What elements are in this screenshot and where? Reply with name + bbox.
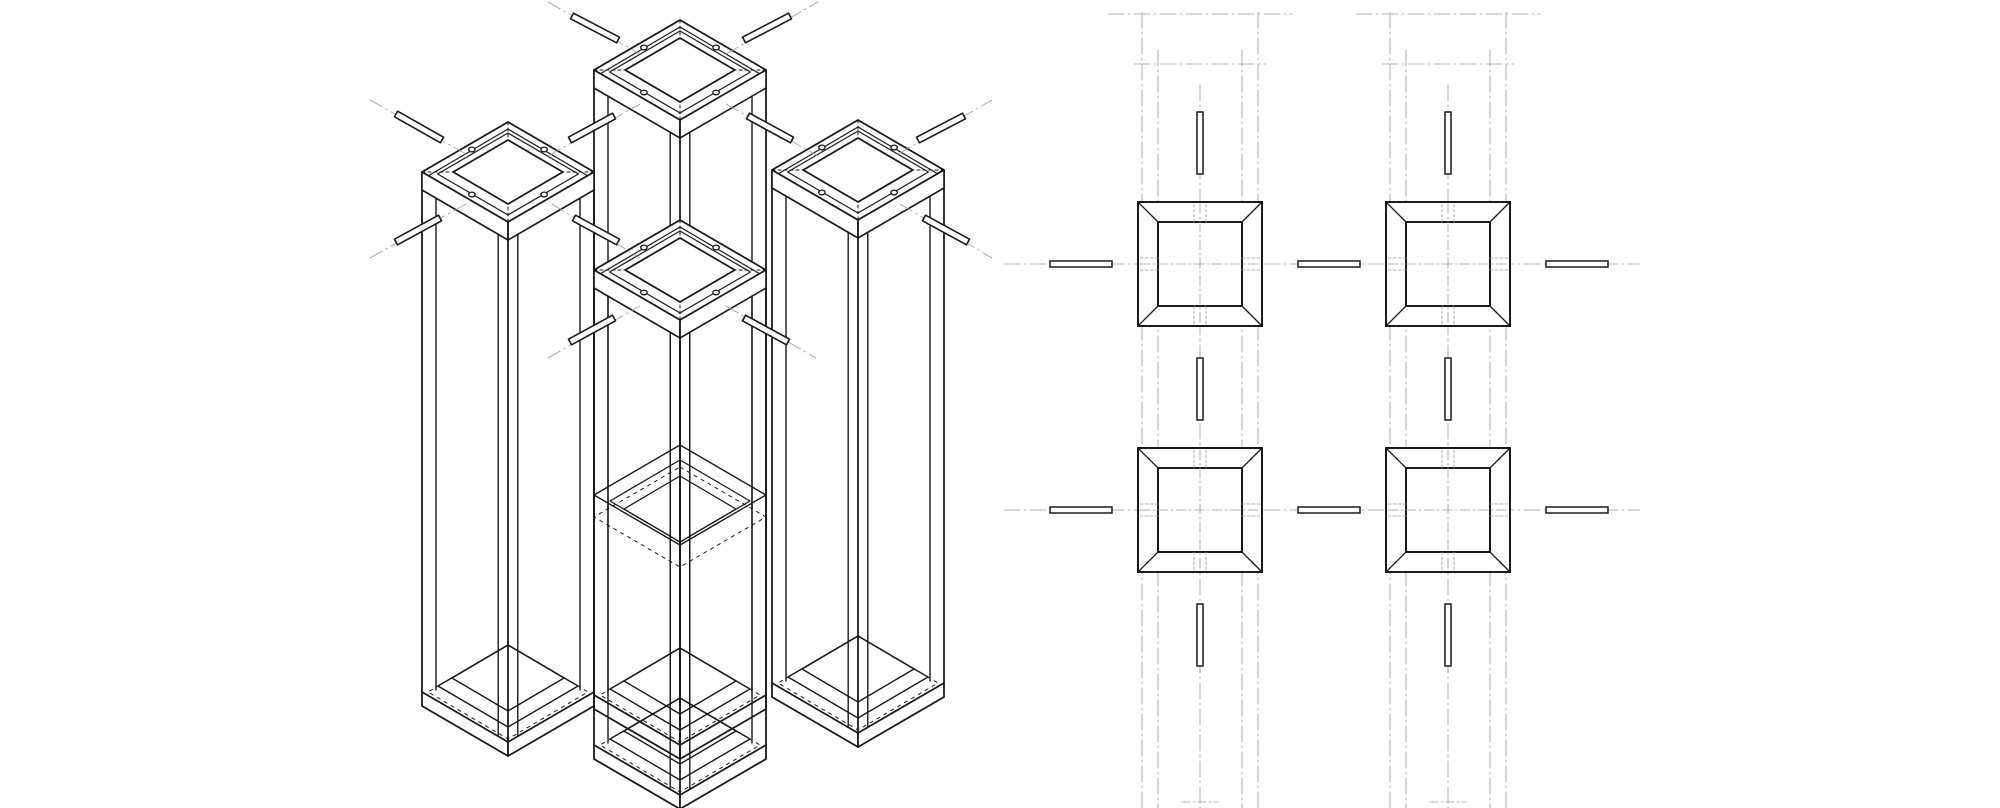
column-left (421, 121, 595, 757)
dowel-hole (712, 44, 720, 51)
dowel-rod (393, 110, 445, 144)
dowel-hole (468, 146, 476, 153)
plan-mitre (1385, 201, 1407, 223)
dowel-hole (818, 189, 826, 196)
bottom-frame-face-left (593, 744, 681, 808)
dowel-rod (571, 214, 621, 246)
plan-dowel-rod-horizontal (1545, 260, 1609, 268)
top-frame-inner (624, 237, 736, 303)
rod-body (745, 112, 795, 144)
plan-dowel-rod-horizontal (1545, 506, 1609, 514)
dowel-rod (569, 12, 621, 44)
rod-body (741, 314, 791, 346)
plan-mitre (1137, 447, 1159, 469)
dowel-rod (567, 314, 617, 346)
dowel-hole (468, 191, 476, 198)
plan-frame (1385, 201, 1511, 327)
plan-mitre (1489, 447, 1511, 469)
bottom-frame-face-right (679, 744, 767, 808)
dowel-rod (921, 214, 971, 246)
mid-frame-outer (593, 444, 767, 546)
dowel-hole (640, 289, 648, 296)
plan-mitre (1489, 305, 1511, 327)
plan-frame (1137, 201, 1263, 327)
mid-frame-hidden (593, 466, 767, 568)
plan-mitre (1241, 551, 1263, 573)
dowel-hole (712, 244, 720, 251)
dowel-rod (741, 12, 793, 44)
rod-body (921, 214, 971, 246)
dowel-rod (745, 112, 795, 144)
dowel-hole (640, 89, 648, 96)
plan-frame (1137, 447, 1263, 573)
plan-dowel-rod-horizontal (1297, 506, 1361, 514)
plan-dowel-rod-vertical (1196, 603, 1204, 667)
plan-mitre (1385, 447, 1407, 469)
top-frame-inner (802, 137, 914, 203)
dowel-rod (915, 112, 967, 144)
plan-dowel-rod-vertical (1196, 111, 1204, 175)
dowel-hole (640, 244, 648, 251)
dowel-hole (540, 191, 548, 198)
rod-body (393, 214, 443, 246)
rod-body (393, 110, 445, 144)
plan-dowel-rod-vertical (1444, 111, 1452, 175)
plan-mitre (1385, 551, 1407, 573)
bottom-frame-face-right (857, 682, 945, 748)
bottom-frame-hidden (427, 644, 589, 740)
dowel-hole (540, 146, 548, 153)
rod-body (567, 314, 617, 346)
dowel-hole (818, 144, 826, 151)
bottom-frame-hidden (777, 635, 939, 731)
dowel-rod (567, 112, 617, 144)
isometric-view (369, 1, 993, 808)
mid-frame-inner (623, 475, 737, 543)
top-frame-inner (452, 139, 564, 205)
top-frame-inner (624, 37, 736, 103)
dowel-hole (890, 144, 898, 151)
plan-dowel-rod-horizontal (1297, 260, 1361, 268)
plan-mitre (1241, 305, 1263, 327)
column-right (771, 119, 945, 748)
dowel-hole (712, 89, 720, 96)
rod-body (569, 12, 621, 44)
plan-mitre (1137, 305, 1159, 327)
dowel-hole (890, 189, 898, 196)
plan-dowel-rod-vertical (1444, 357, 1452, 421)
plan-view (1003, 11, 1641, 808)
plan-dowel-rod-horizontal (1049, 260, 1113, 268)
plan-dowel-rod-vertical (1444, 603, 1452, 667)
dowel-hole (640, 44, 648, 51)
dowel-hole (712, 289, 720, 296)
rod-body (741, 12, 793, 44)
column-front (593, 219, 767, 808)
rod-body (567, 112, 617, 144)
dowel-rod (741, 314, 791, 346)
bottom-frame-hidden (599, 697, 761, 793)
plan-mitre (1137, 201, 1159, 223)
rod-body (915, 112, 967, 144)
dowel-rod (393, 214, 443, 246)
plan-dowel-rod-horizontal (1049, 506, 1113, 514)
plan-mitre (1489, 201, 1511, 223)
plan-mitre (1241, 447, 1263, 469)
plan-mitre (1241, 201, 1263, 223)
rod-body (571, 214, 621, 246)
plan-frame (1385, 447, 1511, 573)
plan-mitre (1385, 305, 1407, 327)
plan-dowel-rod-vertical (1196, 357, 1204, 421)
plan-mitre (1137, 551, 1159, 573)
plan-mitre (1489, 551, 1511, 573)
